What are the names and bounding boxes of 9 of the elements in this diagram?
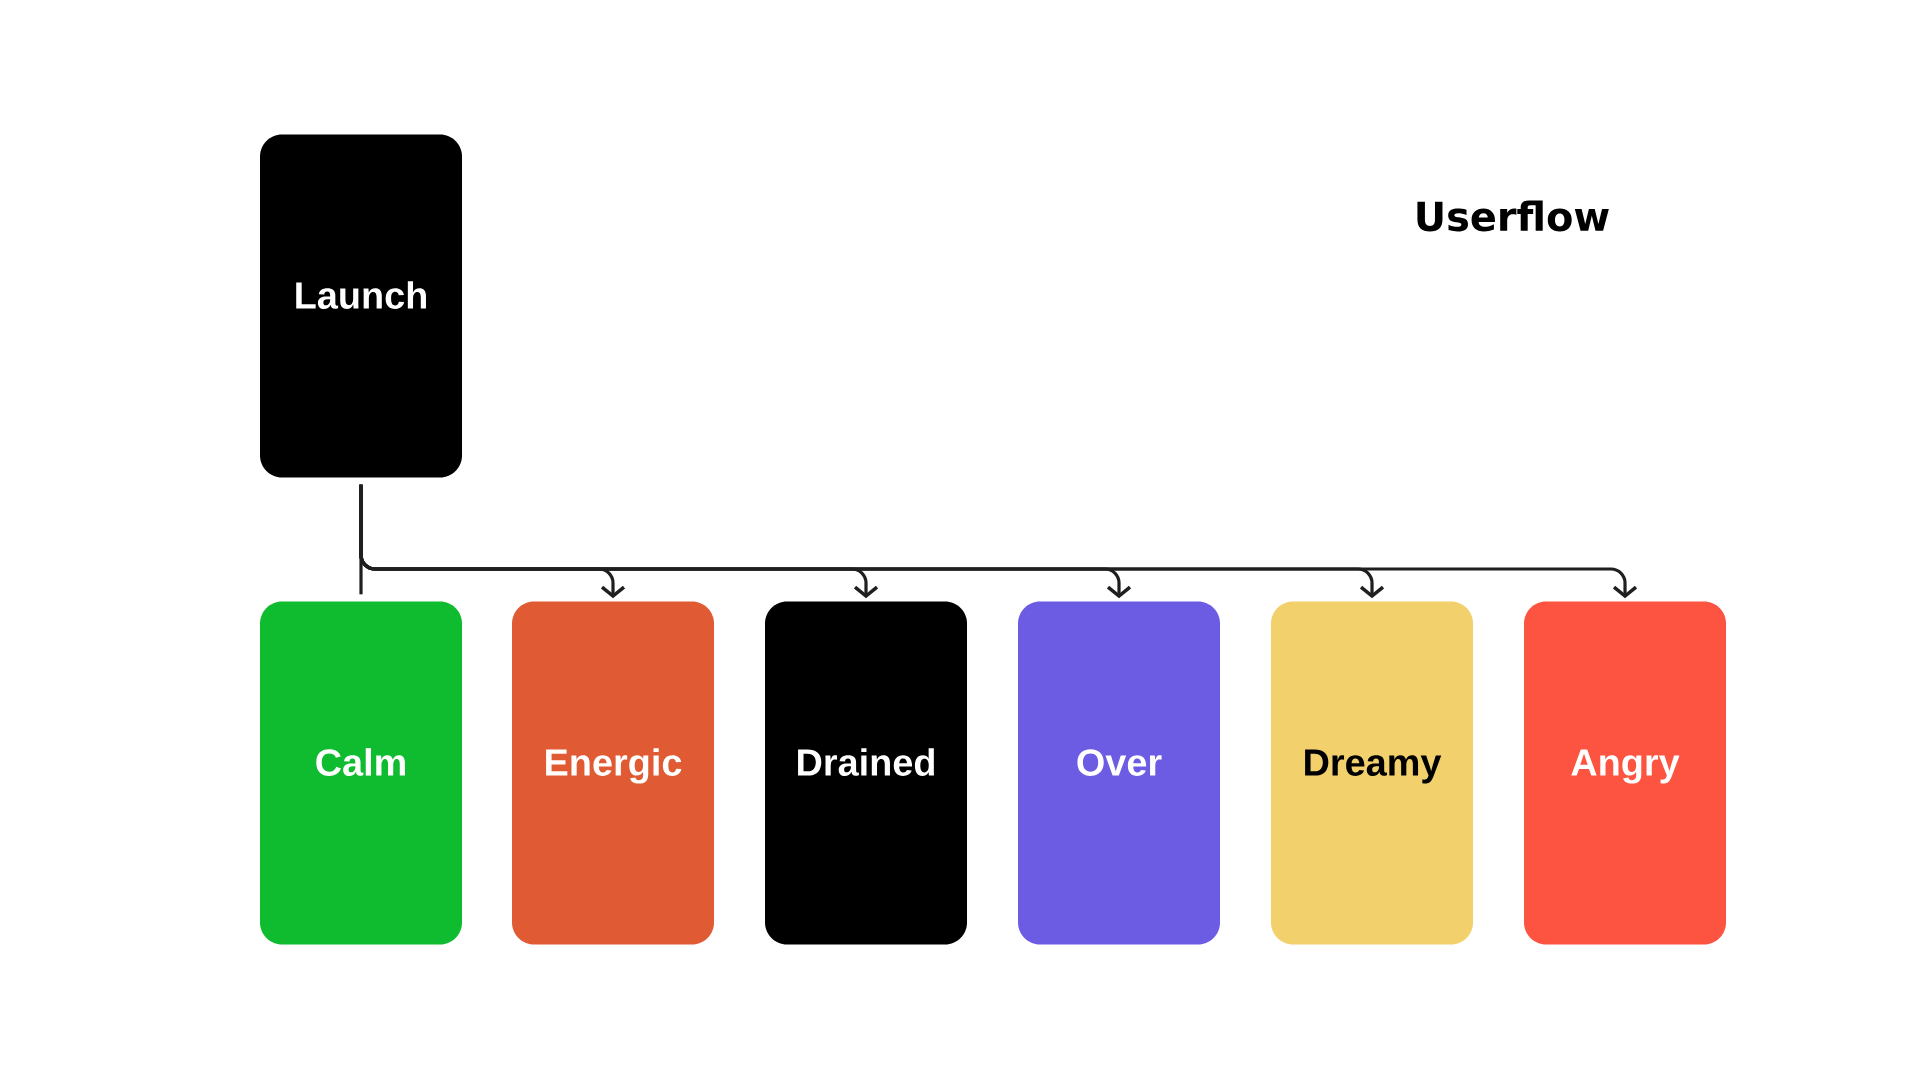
screen-card: Launch — [260, 134, 462, 478]
screen-card: Angry — [1524, 601, 1726, 945]
screen-card: Energic — [512, 601, 714, 945]
diagram-title: Userflow — [1417, 200, 1609, 232]
screen-card: Drained — [765, 601, 967, 945]
screen-card: Over — [1018, 601, 1220, 945]
connector-arrow — [359, 484, 1638, 599]
screen-card: Dreamy — [1271, 601, 1473, 945]
screen-card: Calm — [260, 601, 462, 945]
